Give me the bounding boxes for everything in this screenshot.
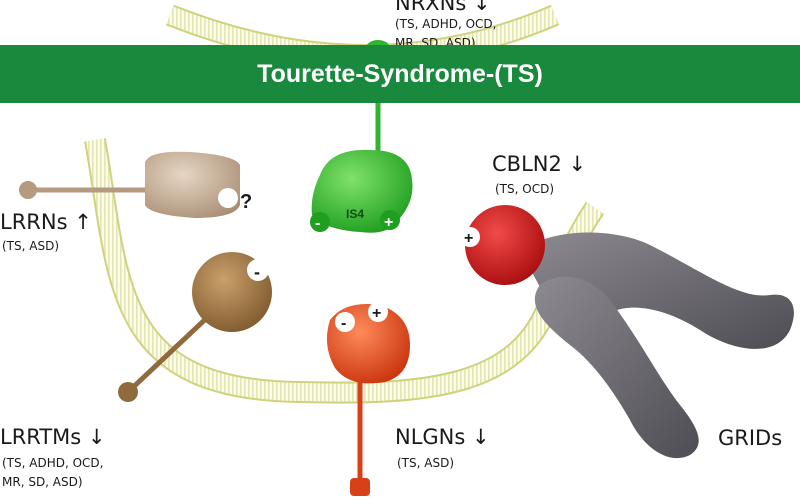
banner-title: Tourette-Syndrome-(TS) <box>257 59 543 88</box>
cbln2-label: CBLN2 ↓ <box>492 152 587 176</box>
title-banner: Tourette-Syndrome-(TS) <box>0 45 800 103</box>
nrxns-label: NRXNs ↓ <box>395 0 491 15</box>
nlgn-minus-sign: - <box>341 315 346 332</box>
nlgns-disorders: (TS, ASD) <box>397 456 455 470</box>
nrxn-minus-sign: - <box>315 215 320 232</box>
question-mark: ? <box>240 191 252 213</box>
grids-label: GRIDs <box>718 426 783 450</box>
lrrn-protein <box>19 151 240 218</box>
grid-protein <box>520 232 794 459</box>
lrrtms-label: LRRTMs ↓ <box>0 425 106 449</box>
cbln2-protein <box>460 205 545 285</box>
lrrtms-disorders-line1: (TS, ADHD, OCD, <box>2 456 104 470</box>
nlgns-label: NLGNs ↓ <box>395 425 490 449</box>
lrrtm-protein <box>118 252 272 402</box>
lrrtm-minus-sign: - <box>254 262 260 282</box>
lrrns-disorders: (TS, ASD) <box>2 239 60 253</box>
nrxn-protein <box>310 40 413 233</box>
cbln2-disorders: (TS, OCD) <box>495 182 555 196</box>
nrxns-disorders-line1: (TS, ADHD, OCD, <box>395 17 497 31</box>
nlgn-plus-sign: + <box>372 305 381 322</box>
nlgn-protein <box>326 302 410 496</box>
is4-label: IS4 <box>346 207 364 221</box>
nrxn-plus-sign: + <box>384 214 393 231</box>
lrrtms-disorders-line2: MR, SD, ASD) <box>2 475 83 489</box>
lrrns-label: LRRNs ↑ <box>0 210 92 234</box>
cbln2-plus-sign: + <box>464 230 473 247</box>
